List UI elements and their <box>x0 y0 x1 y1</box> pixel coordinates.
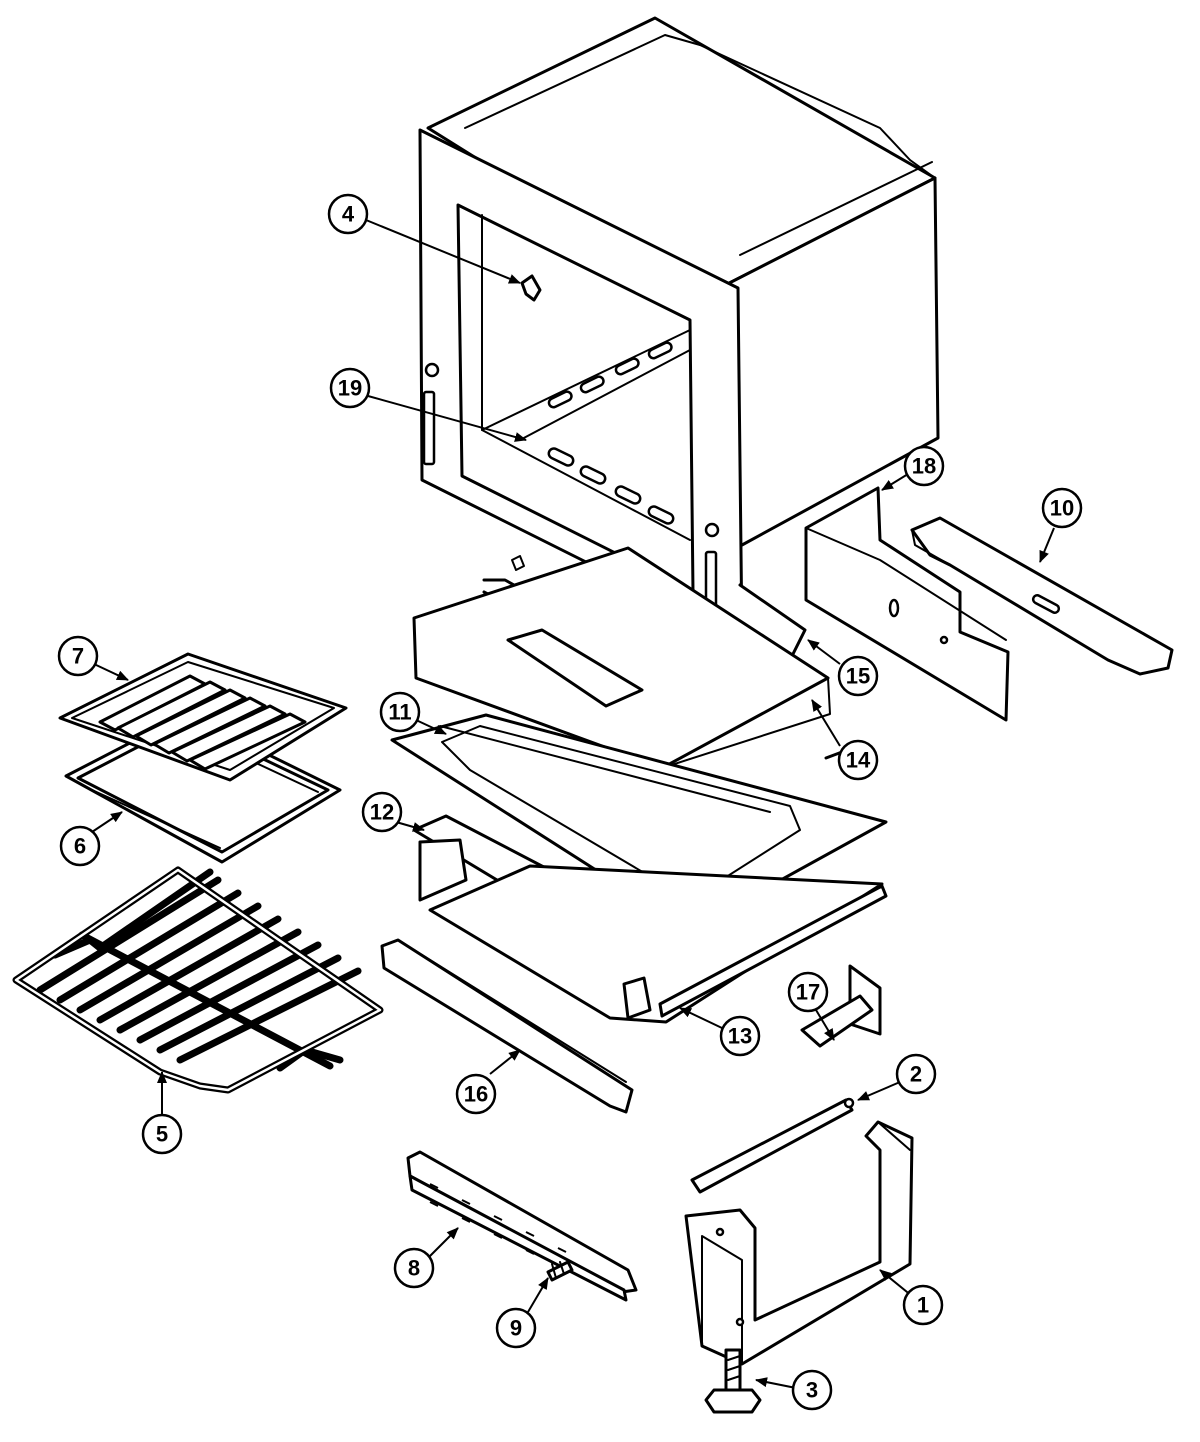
callout-17: 17 <box>787 971 829 1013</box>
side-panel-part <box>804 486 1010 722</box>
callout-15: 15 <box>837 655 879 697</box>
callout-3: 3 <box>791 1369 833 1411</box>
callout-16: 16 <box>455 1073 497 1115</box>
callout-10: 10 <box>1041 487 1083 529</box>
callout-8: 8 <box>393 1247 435 1289</box>
rod-part <box>690 1097 855 1194</box>
callout-14-number: 14 <box>846 748 871 773</box>
callout-3-number: 3 <box>806 1378 818 1403</box>
callout-5-number: 5 <box>156 1122 168 1147</box>
callout-9-number: 9 <box>510 1316 522 1341</box>
oven-rack-part <box>12 866 384 1094</box>
oven-bottom-part <box>390 713 888 932</box>
broiler-grid-part <box>58 652 348 782</box>
callout-9: 9 <box>495 1307 537 1349</box>
callout-18-number: 18 <box>912 454 936 479</box>
front-trim-part <box>380 938 634 1114</box>
callout-7-number: 7 <box>72 644 84 669</box>
toe-plate-part <box>406 1150 638 1302</box>
callout-5: 5 <box>141 1113 183 1155</box>
callout-2: 2 <box>895 1053 937 1095</box>
callout-19: 19 <box>329 367 371 409</box>
callout-19-number: 19 <box>338 376 362 401</box>
callout-14: 14 <box>837 739 879 781</box>
callout-7: 7 <box>57 635 99 677</box>
side-frame-part <box>684 1120 914 1366</box>
broiler-pan-part <box>64 712 342 864</box>
callout-11: 11 <box>379 691 421 733</box>
callout-16-number: 16 <box>464 1082 488 1107</box>
insulation-blanket-part <box>412 546 831 770</box>
screw-part <box>546 1260 574 1282</box>
callout-17-number: 17 <box>796 980 820 1005</box>
support-bracket-part <box>910 516 1174 676</box>
callout-4-number: 4 <box>342 202 355 227</box>
callout-6-number: 6 <box>74 834 86 859</box>
leveling-leg-part <box>704 1348 762 1414</box>
callout-1-number: 1 <box>917 1293 929 1318</box>
leader-lines <box>91 219 1055 1389</box>
callout-13-number: 13 <box>728 1024 752 1049</box>
callout-18: 18 <box>903 445 945 487</box>
burner-box-part <box>412 814 888 1024</box>
clip-part <box>800 964 882 1048</box>
callout-8-number: 8 <box>408 1256 420 1281</box>
callout-2-number: 2 <box>910 1062 922 1087</box>
callout-13: 13 <box>719 1015 761 1057</box>
callout-11-number: 11 <box>388 700 411 725</box>
callout-1: 1 <box>902 1284 944 1326</box>
callout-10-number: 10 <box>1050 496 1074 521</box>
callout-15-number: 15 <box>846 664 870 689</box>
callout-6: 6 <box>59 825 101 867</box>
callout-12: 12 <box>361 791 403 833</box>
callout-12-number: 12 <box>370 800 394 825</box>
callout-4: 4 <box>327 193 369 235</box>
